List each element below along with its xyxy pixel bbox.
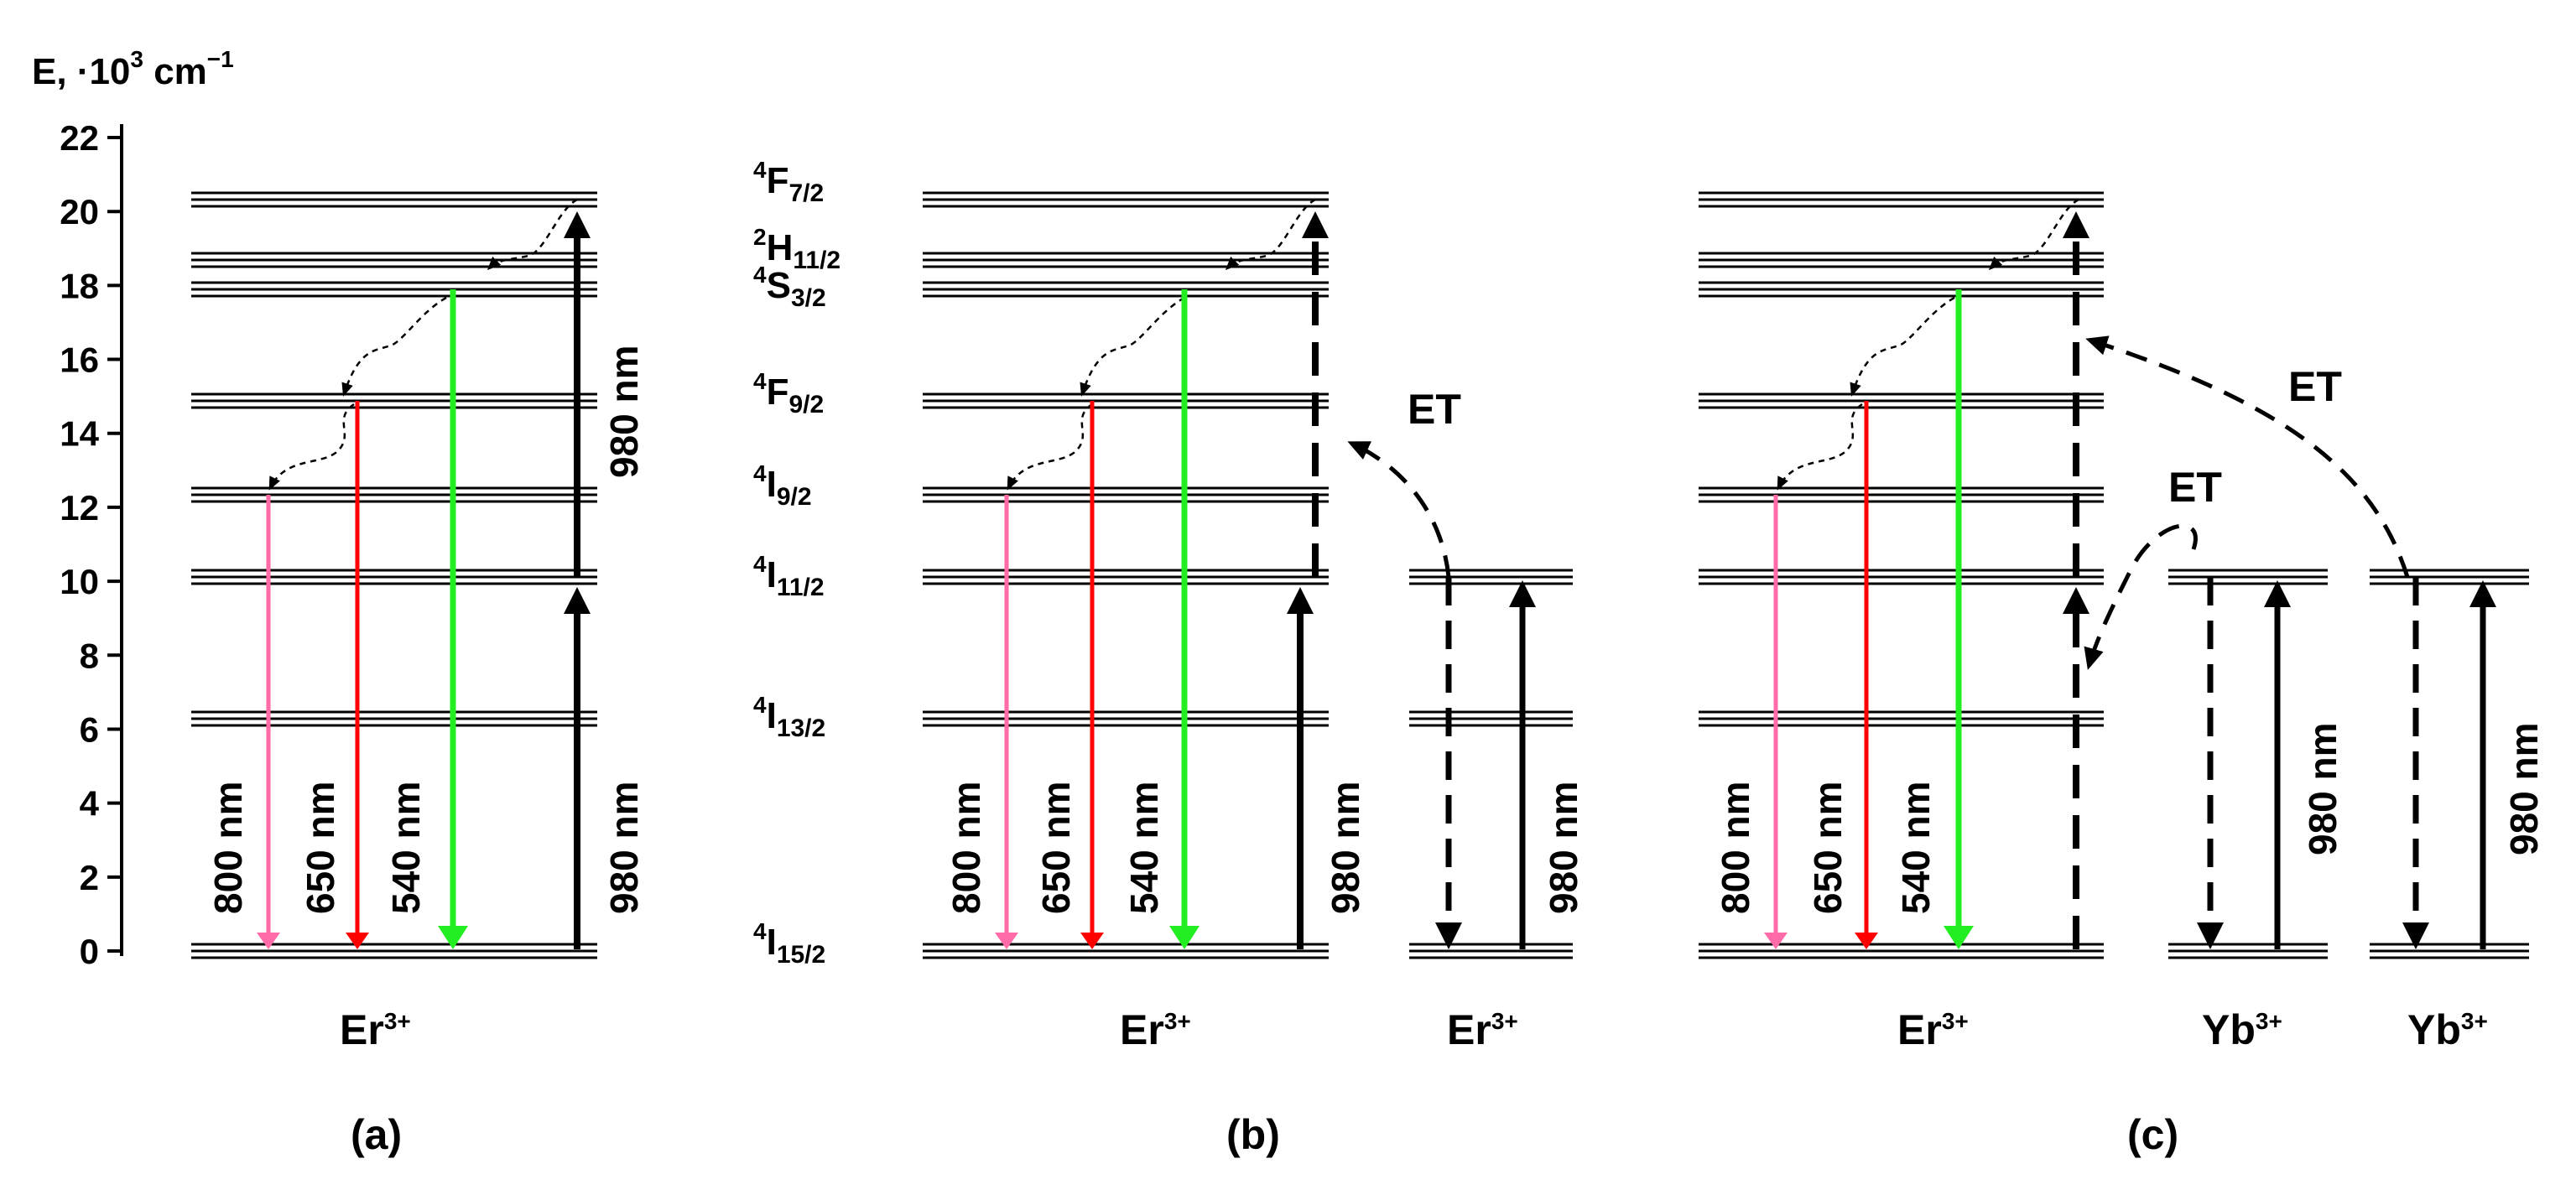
- arrowhead: [1944, 926, 1974, 949]
- panel-label-b: (b): [1226, 1111, 1280, 1158]
- energy-levels: [191, 191, 597, 959]
- panel-b: ET 800 nm 650 nm 540 nm 980 nm 980 nm Er…: [923, 191, 1585, 1158]
- ion-label-yb: Yb3+: [2407, 1006, 2488, 1053]
- arrowhead: [1169, 926, 1200, 949]
- panel-label-c: (c): [2127, 1111, 2178, 1158]
- axis-tick-label: 16: [60, 340, 99, 380]
- axis-tick-label: 2: [80, 858, 99, 897]
- relaxation-arrow: [341, 296, 447, 397]
- ion-label-er: Er3+: [1897, 1006, 1969, 1053]
- arrowhead: [1435, 922, 1462, 949]
- arrowhead: [1287, 587, 1314, 614]
- axis-tick-label: 22: [60, 118, 99, 158]
- et-label: ET: [2168, 464, 2222, 511]
- ion-label-er: Er3+: [1447, 1006, 1518, 1053]
- energy-levels: [1409, 569, 1573, 959]
- et-transfer-arrow-2: [2085, 335, 2410, 578]
- relaxation-arrows-c: [1777, 198, 2079, 491]
- arrowhead: [257, 933, 280, 949]
- axis-tick-label: 6: [80, 709, 99, 749]
- arrowhead: [2264, 580, 2291, 607]
- energy-levels: [1699, 191, 2104, 959]
- label-980nm: 980 nm: [2301, 722, 2344, 855]
- panel-c: ET ET 800 nm 650 nm 540 nm 980 nm 980 nm…: [1699, 191, 2546, 1158]
- ion-label-er: Er3+: [1120, 1006, 1191, 1053]
- arrowhead: [2063, 211, 2089, 238]
- term-F7: 4F7/2: [753, 157, 824, 207]
- axis-tick-label: 8: [80, 636, 99, 675]
- relaxation-arrows-b: [1007, 198, 1316, 491]
- energy-axis: E, ·103 cm−1 0 2 4 6 8 10 12 14 16 18 20 22: [32, 46, 234, 971]
- axis-tick-label: 18: [60, 266, 99, 305]
- label-800nm: 800 nm: [1714, 781, 1757, 914]
- label-540nm: 540 nm: [384, 781, 428, 914]
- label-980nm: 980 nm: [602, 781, 646, 914]
- arrowhead: [1080, 933, 1104, 949]
- arrowhead: [1855, 933, 1878, 949]
- axis-tick-label: 20: [60, 192, 99, 231]
- arrowhead: [1509, 580, 1536, 607]
- ion-label-yb: Yb3+: [2202, 1006, 2282, 1053]
- arrowhead: [2063, 587, 2089, 614]
- panel-a: 800 nm 650 nm 540 nm 980 nm 980 nm Er3+ …: [191, 191, 646, 1158]
- label-980nm: 980 nm: [1542, 781, 1585, 914]
- relaxation-arrow: [1007, 403, 1093, 491]
- term-I9: 4I9/2: [753, 460, 812, 511]
- term-I13: 4I13/2: [753, 692, 825, 742]
- arrowhead: [1302, 211, 1329, 238]
- relaxation-arrows-a: [268, 198, 578, 491]
- relaxation-arrow: [487, 198, 578, 271]
- label-980nm: 980 nm: [1324, 781, 1367, 914]
- et-transfer-arrow: [1347, 440, 1451, 578]
- label-650nm: 650 nm: [1034, 781, 1078, 914]
- arrowhead: [564, 587, 591, 614]
- relaxation-arrow: [1225, 198, 1316, 271]
- label-980nm: 980 nm: [602, 345, 646, 478]
- et-label: ET: [1408, 386, 1461, 433]
- label-800nm: 800 nm: [206, 781, 250, 914]
- relaxation-arrow: [1080, 296, 1185, 397]
- term-I11: 4I11/2: [753, 551, 825, 601]
- energy-levels: [2168, 569, 2328, 959]
- arrowhead: [2469, 580, 2496, 607]
- axis-title: E, ·103 cm−1: [32, 46, 234, 92]
- arrowhead: [2197, 922, 2224, 949]
- panel-label-a: (a): [351, 1111, 402, 1158]
- label-980nm: 980 nm: [2502, 722, 2546, 855]
- arrowhead: [2402, 922, 2429, 949]
- term-S3: 4S3/2: [753, 262, 826, 312]
- relaxation-arrow: [1777, 403, 1863, 491]
- term-F9: 4F9/2: [753, 368, 824, 418]
- arrowhead: [564, 211, 591, 238]
- label-650nm: 650 nm: [1806, 781, 1850, 914]
- axis-tick-label: 0: [80, 932, 99, 971]
- relaxation-arrow: [1850, 296, 1955, 397]
- energy-levels: [2370, 569, 2529, 959]
- axis-tick-label: 12: [60, 488, 99, 527]
- term-H11: 2H11/2: [753, 224, 840, 274]
- ion-label-er: Er3+: [340, 1006, 411, 1053]
- axis-tick-label: 10: [60, 562, 99, 601]
- term-I15: 4I15/2: [753, 918, 825, 969]
- arrowhead: [438, 926, 468, 949]
- et-transfer-arrow-1: [2084, 523, 2198, 670]
- et-label: ET: [2288, 363, 2342, 410]
- arrowhead: [995, 933, 1018, 949]
- label-540nm: 540 nm: [1122, 781, 1166, 914]
- axis-tick-label: 4: [80, 784, 100, 824]
- label-800nm: 800 nm: [945, 781, 988, 914]
- arrowhead: [346, 933, 369, 949]
- axis-tick-label: 14: [60, 414, 99, 454]
- energy-levels: [923, 191, 1329, 959]
- label-540nm: 540 nm: [1894, 781, 1938, 914]
- relaxation-arrow: [268, 403, 355, 491]
- arrowhead: [1764, 933, 1788, 949]
- label-650nm: 650 nm: [299, 781, 342, 914]
